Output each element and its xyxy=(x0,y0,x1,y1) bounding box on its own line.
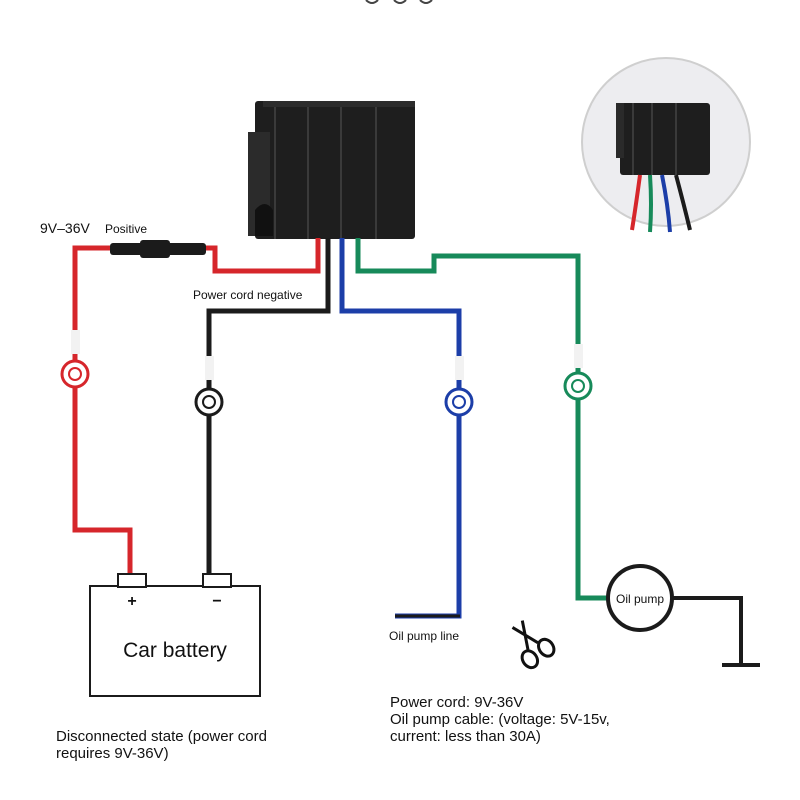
green-wire-sleeve xyxy=(574,344,583,368)
specifications-note: Power cord: 9V-36V Oil pump cable: (volt… xyxy=(390,694,610,745)
red-wire-sleeve xyxy=(71,330,80,354)
pump-supply-wire xyxy=(355,238,609,601)
relay-module xyxy=(248,101,415,239)
positive-label: Positive xyxy=(105,222,147,236)
oil-pump-wire xyxy=(339,238,462,619)
black-wire-sleeve xyxy=(205,356,214,380)
oil-pump-line-label: Oil pump line xyxy=(389,629,459,643)
note-left-line2: requires 9V-36V) xyxy=(56,745,169,762)
blue-wire-sleeve xyxy=(455,356,464,380)
car-battery xyxy=(89,573,261,697)
note-right-line1: Power cord: 9V-36V xyxy=(390,694,524,711)
disconnected-state-note: Disconnected state (power cord requires … xyxy=(56,728,267,762)
header-fragment xyxy=(365,0,433,4)
oil-pump-label: Oil pump xyxy=(616,592,664,606)
battery-plus-label: + xyxy=(127,593,136,610)
note-left-line1: Disconnected state (power cord xyxy=(56,728,267,745)
note-right-line3: current: less than 30A) xyxy=(390,728,541,745)
car-battery-label: Car battery xyxy=(123,639,227,662)
ground-symbol xyxy=(672,596,760,667)
battery-negative-terminal xyxy=(202,573,232,588)
relay-inset-photo xyxy=(581,57,751,233)
battery-positive-terminal xyxy=(117,573,147,588)
blue-ring-terminal xyxy=(444,387,474,417)
voltage-label: 9V–36V xyxy=(40,220,90,236)
note-right-line2: Oil pump cable: (voltage: 5V-15v, xyxy=(390,711,610,728)
positive-wire xyxy=(72,238,321,575)
negative-wire xyxy=(206,238,331,575)
green-ring-terminal xyxy=(563,371,593,401)
black-ring-terminal xyxy=(194,387,224,417)
battery-minus-label: − xyxy=(212,593,221,610)
red-ring-terminal xyxy=(60,359,90,389)
fuse-holder xyxy=(110,240,206,258)
scissors-icon xyxy=(511,620,556,670)
power-cord-negative-label: Power cord negative xyxy=(193,288,303,302)
